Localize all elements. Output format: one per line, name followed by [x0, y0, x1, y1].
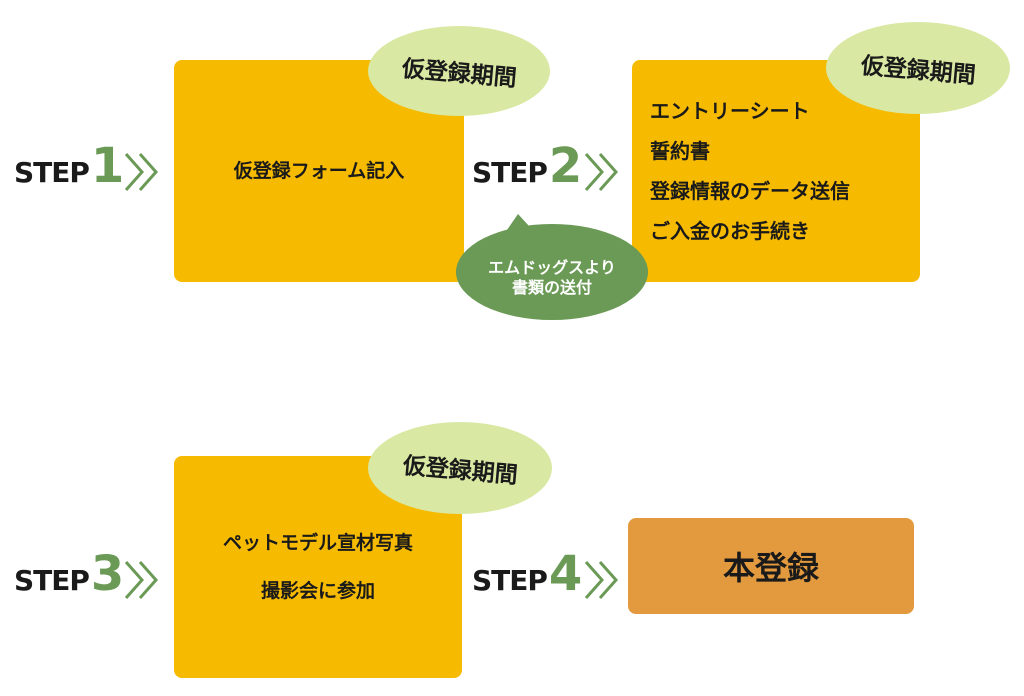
- step-1-label: STEP 1: [14, 138, 125, 194]
- speech-bubble-text: エムドッグスより 書類の送付: [452, 258, 652, 298]
- step-4-box: 本登録: [628, 518, 914, 614]
- step-number: 3: [90, 546, 125, 602]
- step-2-item: エントリーシート: [650, 99, 810, 123]
- bubble-line: 書類の送付: [511, 278, 592, 297]
- step-3-text-line2: 撮影会に参加: [260, 580, 375, 602]
- step-1-text: 仮登録フォーム記入: [233, 160, 405, 182]
- step-3-text-line1: ペットモデル宣材写真: [222, 532, 413, 554]
- double-chevron-right-icon: [584, 153, 619, 191]
- step-word: STEP: [14, 564, 90, 598]
- step-word: STEP: [472, 564, 548, 598]
- step-4-text: 本登録: [722, 549, 819, 587]
- provisional-period-badge: 仮登録期間: [368, 422, 552, 514]
- step-2-item: 登録情報のデータ送信: [650, 179, 850, 203]
- step-number: 1: [90, 138, 125, 194]
- step-2-item: 誓約書: [650, 139, 710, 163]
- step-number: 4: [548, 546, 583, 602]
- double-chevron-right-icon: [124, 561, 159, 599]
- step-3-label: STEP 3: [14, 546, 125, 602]
- provisional-period-badge: 仮登録期間: [368, 26, 550, 116]
- step-number: 2: [548, 138, 583, 194]
- provisional-period-badge: 仮登録期間: [826, 22, 1010, 114]
- bubble-line: エムドッグスより: [488, 258, 616, 277]
- step-2-label: STEP 2: [472, 138, 583, 194]
- step-4-label: STEP 4: [472, 546, 583, 602]
- double-chevron-right-icon: [124, 153, 159, 191]
- step-word: STEP: [472, 156, 548, 190]
- double-chevron-right-icon: [584, 561, 619, 599]
- step-2-box: エントリーシート 誓約書 登録情報のデータ送信 ご入金のお手続き: [632, 60, 920, 282]
- badge-label: 仮登録期間: [401, 453, 519, 489]
- step-word: STEP: [14, 156, 90, 190]
- step-2-item: ご入金のお手続き: [650, 219, 810, 243]
